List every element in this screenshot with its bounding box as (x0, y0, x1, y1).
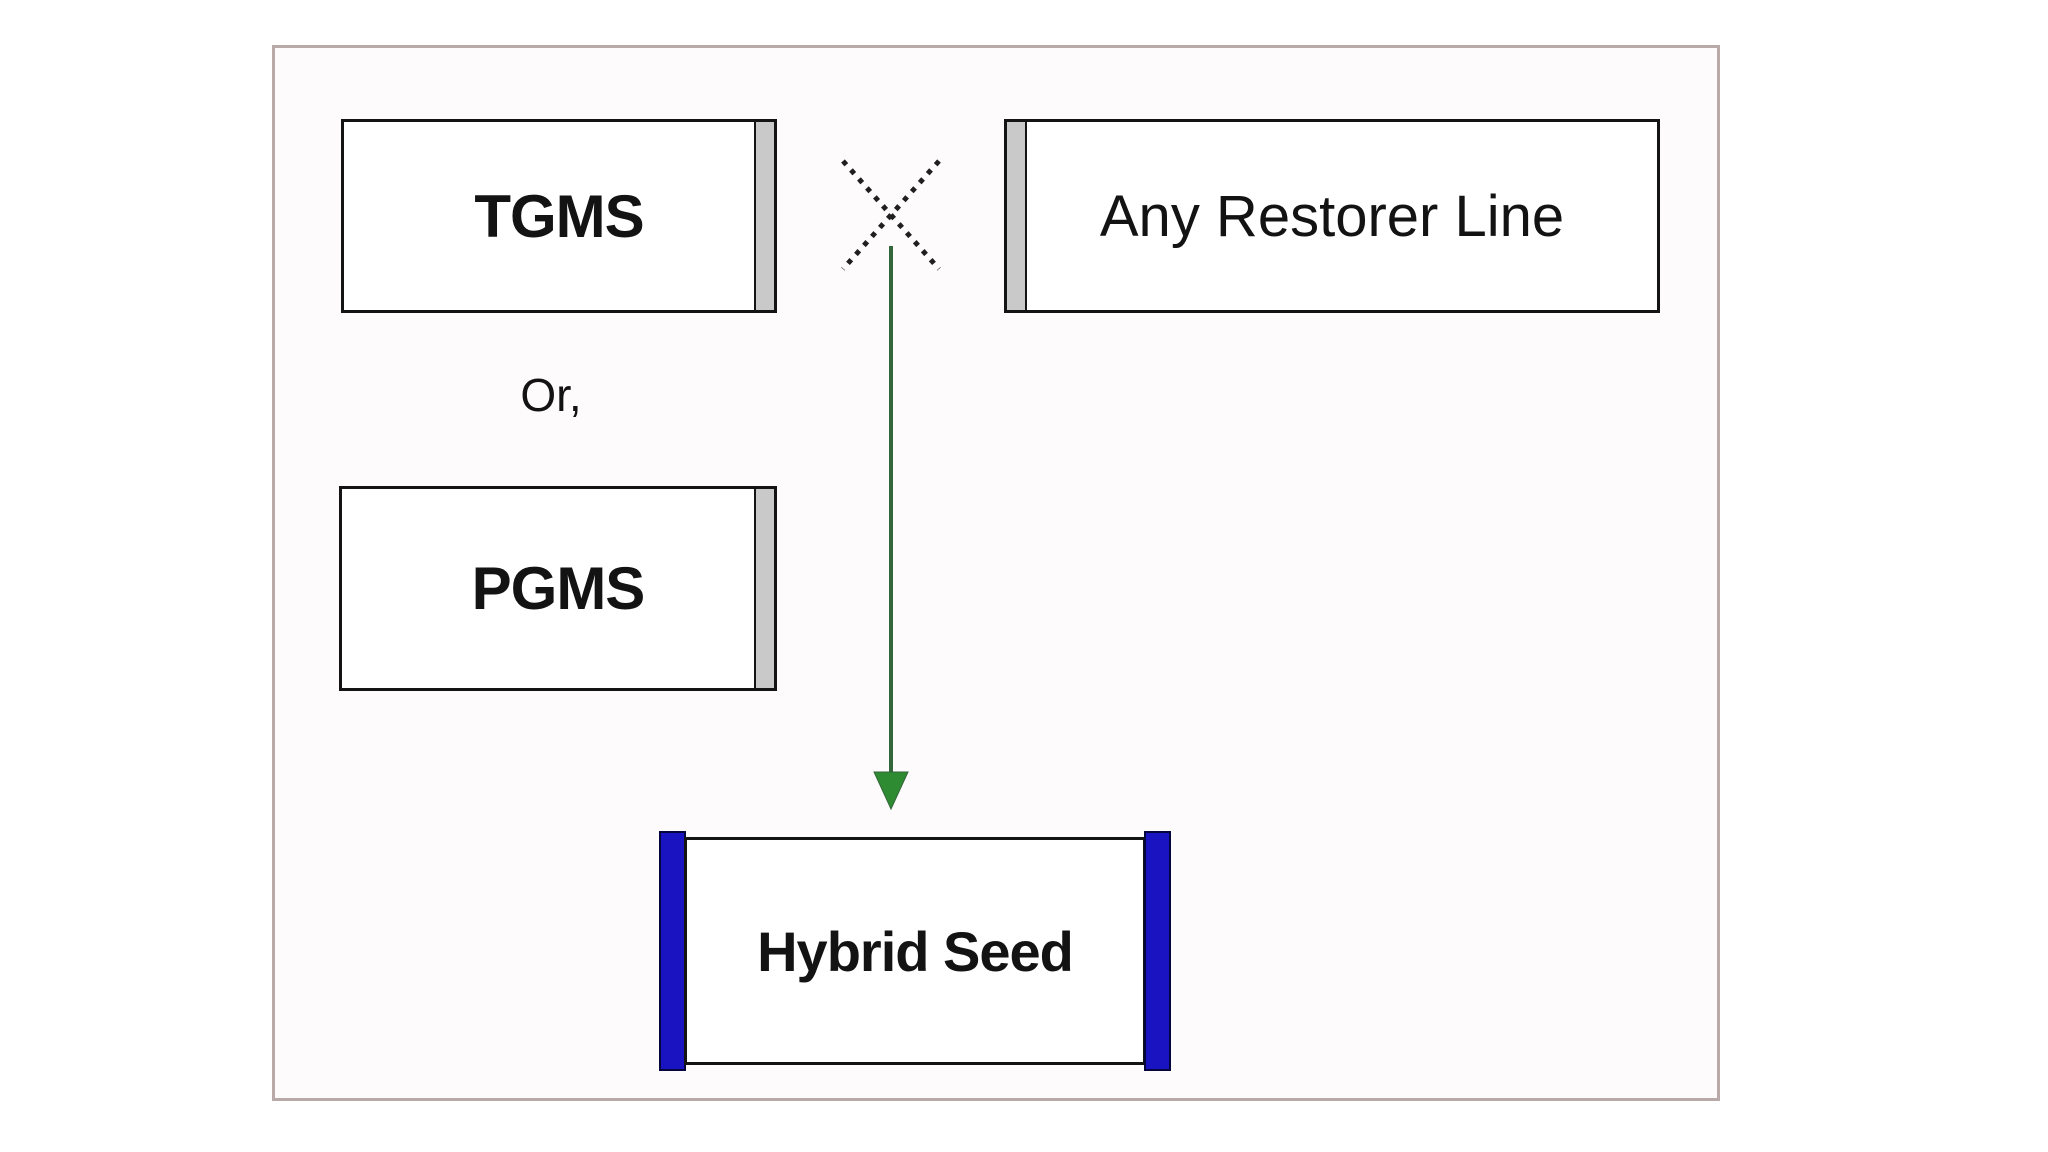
node-pgms: PGMS (339, 486, 777, 691)
arrow-down-icon (873, 246, 909, 811)
hybrid-seed-box: Hybrid Seed (684, 837, 1146, 1065)
diagram-frame: TGMS Or, PGMS Any Restorer Line Hybrid S… (272, 45, 1720, 1101)
hybrid-seed-label: Hybrid Seed (757, 919, 1074, 983)
tgms-gray-bar (754, 122, 774, 310)
pgms-gray-bar (754, 489, 774, 688)
or-label: Or, (520, 369, 582, 421)
restorer-gray-bar (1007, 122, 1027, 310)
cross-icon (841, 159, 941, 271)
pgms-label: PGMS (471, 555, 646, 622)
hybrid-blue-bar-right (1144, 831, 1171, 1071)
tgms-label: TGMS (474, 182, 644, 250)
restorer-label: Any Restorer Line (1099, 183, 1565, 249)
node-hybrid-seed: Hybrid Seed (659, 831, 1171, 1071)
node-restorer: Any Restorer Line (1004, 119, 1660, 313)
node-tgms: TGMS (341, 119, 777, 313)
hybrid-blue-bar-left (659, 831, 686, 1071)
